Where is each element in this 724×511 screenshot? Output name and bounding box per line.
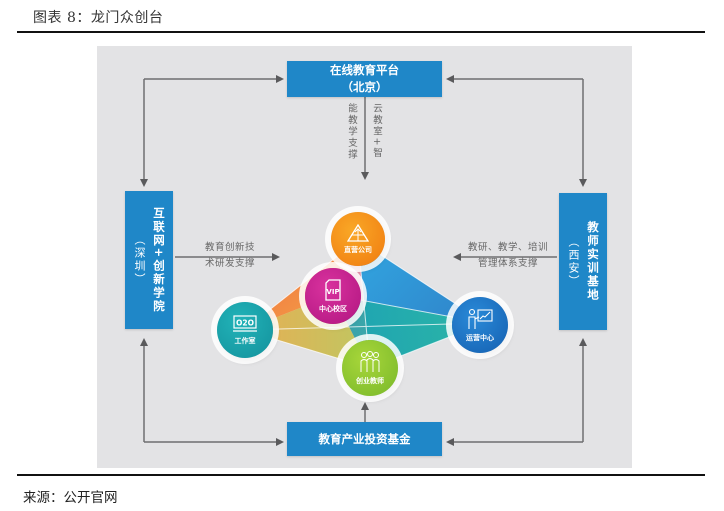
right-annotation-line2: 管理体系支撑 [477, 258, 538, 269]
right-annotation: 教研、教学、培训 管理体系支撑 [462, 240, 554, 272]
figure-title: 图表 8：龙门众创台 [33, 10, 164, 26]
right-annotation-line1: 教研、教学、培训 [467, 242, 548, 253]
node-center-campus: VIP 中心校区 [305, 268, 361, 324]
node-label: 创业教师 [356, 376, 384, 385]
innovation-college-label: 互联网+创新学院 [152, 206, 166, 314]
pyramid-icon [347, 223, 369, 242]
figure-source: 来源：公开官网 [23, 490, 118, 506]
node-label: 直营公司 [344, 245, 372, 254]
svg-text:O2O: O2O [236, 318, 254, 327]
vip-card-icon: VIP [325, 278, 341, 301]
node-label: 中心校区 [319, 304, 347, 313]
o2o-icon: O2O [233, 314, 257, 332]
innovation-college-location: （深圳） [133, 234, 146, 286]
teacher-base-label: 教师实训基地 [586, 221, 600, 302]
left-annotation-line2: 术研发支撑 [204, 258, 255, 269]
bottom-rule [17, 474, 705, 476]
svg-text:VIP: VIP [326, 288, 339, 296]
presenter-chart-icon [468, 308, 493, 329]
left-annotation: 教育创新技 术研发支撑 [190, 240, 270, 272]
node-o2o-studio: O2O 工作室 [217, 302, 273, 358]
top-rule [17, 31, 705, 33]
education-investment-fund-box: 教育产业投资基金 [287, 422, 442, 456]
top-annotation-col2: 云教室+智 [371, 103, 382, 159]
node-operations-center: 运营中心 [452, 297, 508, 353]
internet-innovation-college-box: 互联网+创新学院 （深圳） [125, 191, 173, 329]
node-partner-teacher: 创业教师 [342, 340, 398, 396]
online-platform-location: （北京） [341, 80, 388, 94]
top-annotation-col1: 能教学支撑 [346, 103, 357, 161]
online-education-platform-box: 在线教育平台 （北京） [287, 61, 442, 97]
node-label: 工作室 [234, 336, 256, 345]
left-annotation-line1: 教育创新技 [204, 242, 255, 253]
people-icon [360, 350, 380, 372]
node-label: 运营中心 [466, 333, 494, 342]
investment-fund-label: 教育产业投资基金 [318, 431, 411, 446]
node-direct-company: 直营公司 [331, 212, 385, 266]
teacher-training-base-box: 教师实训基地 （西安） [559, 193, 607, 330]
online-platform-label: 在线教育平台 [330, 63, 399, 77]
teacher-base-location: （西安） [567, 235, 580, 288]
